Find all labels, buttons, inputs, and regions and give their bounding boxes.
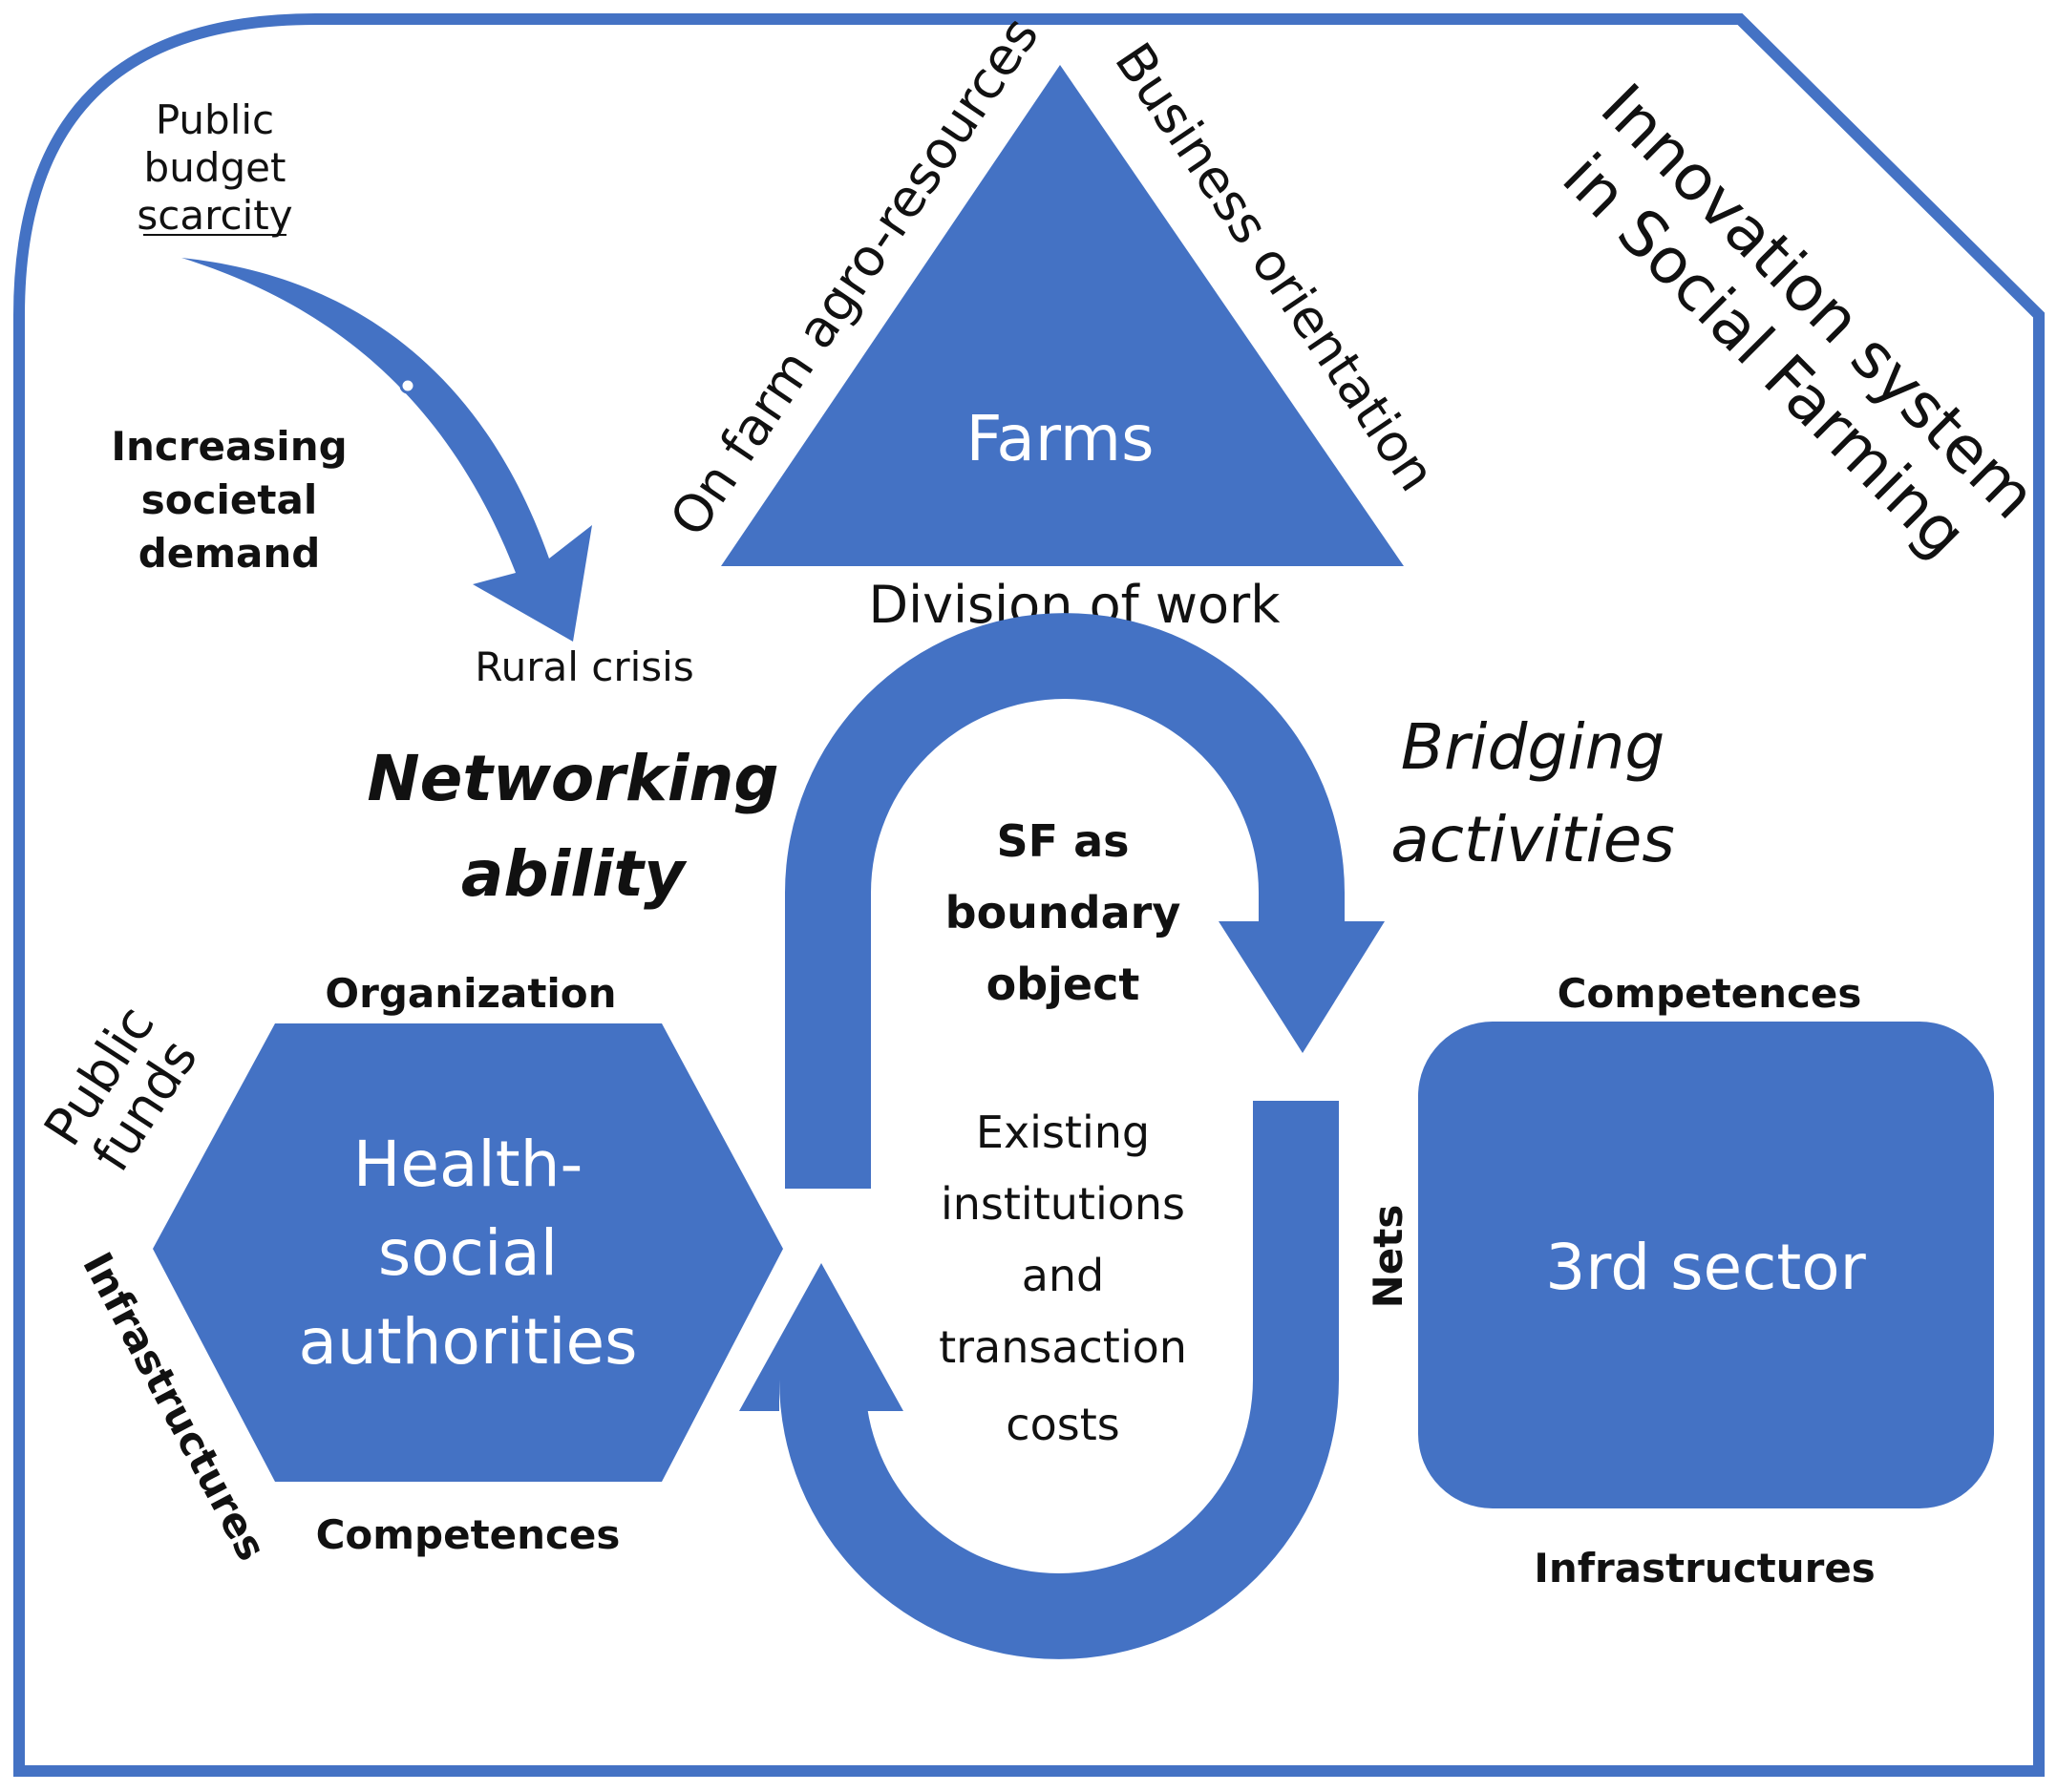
driver-arrow-dot	[399, 377, 416, 394]
authorities-line1: Health-	[353, 1128, 583, 1201]
authorities-bottom: Competences	[316, 1511, 621, 1558]
system-title: Innovation system in Social Farming	[1549, 70, 2050, 571]
budget-line2: budget	[144, 144, 286, 191]
boundary-line1: SF as	[997, 815, 1130, 867]
third-sector-top: Competences	[1558, 970, 1862, 1017]
boundary-line3: object	[986, 959, 1140, 1010]
third-sector-left: Nets	[1365, 1205, 1411, 1309]
authorities-top: Organization	[325, 970, 616, 1017]
institutions-line1: Existing	[976, 1107, 1150, 1158]
loop-arrow-bottom	[739, 1101, 1339, 1659]
third-sector-label: 3rd sector	[1545, 1231, 1866, 1304]
authorities-line2: social	[378, 1216, 558, 1290]
third-sector-box	[1418, 1022, 1994, 1508]
boundary-line2: boundary	[945, 887, 1181, 938]
farms-triangle	[721, 65, 1404, 566]
institutions-line3: and	[1022, 1250, 1105, 1301]
driver-arrow	[181, 258, 592, 642]
institutions-line5: costs	[1006, 1399, 1119, 1450]
authorities-left-upper: Public funds	[32, 996, 209, 1182]
demand-line3: demand	[138, 530, 321, 577]
system-frame	[13, 13, 2045, 1777]
budget-line1: Public	[156, 96, 274, 143]
system-title-line1: Innovation system	[1587, 70, 2050, 533]
bridging-line1: Bridging	[1401, 710, 1665, 784]
institutions-line4: transaction	[939, 1321, 1187, 1373]
demand-line1: Increasing	[111, 423, 347, 470]
networking-line1: Networking	[367, 742, 778, 815]
authorities-line3: authorities	[298, 1305, 637, 1379]
institutions-line2: institutions	[941, 1178, 1185, 1230]
third-sector-bottom: Infrastructures	[1534, 1545, 1876, 1592]
bridging-line2: activities	[1390, 803, 1675, 876]
networking-line2: ability	[461, 837, 688, 911]
loop-arrow-top	[785, 613, 1385, 1189]
rural-crisis: Rural crisis	[475, 643, 693, 690]
budget-line3: scarcity	[137, 192, 292, 239]
authorities-hexagon	[153, 1023, 783, 1482]
farms-label: Farms	[965, 402, 1154, 475]
demand-line2: societal	[141, 476, 317, 523]
